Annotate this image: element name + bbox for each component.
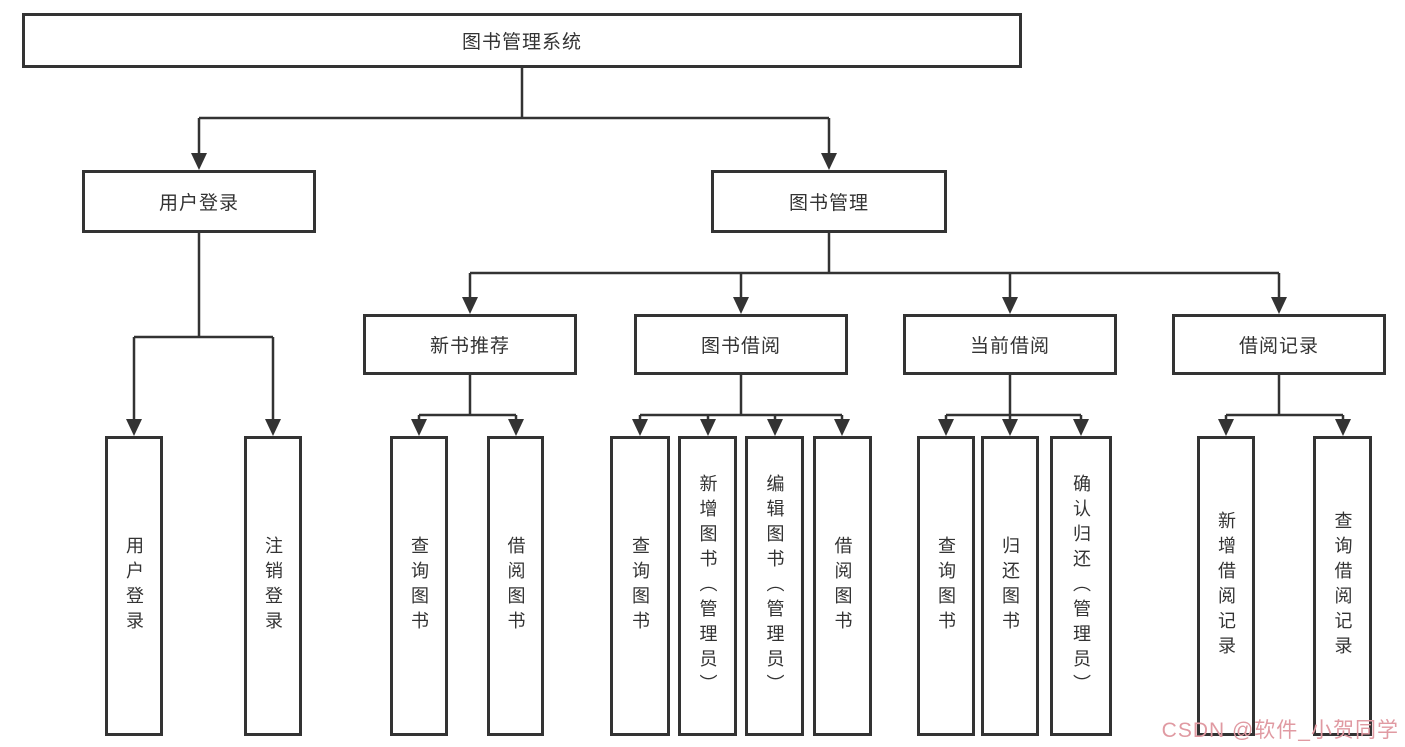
node-book-management: 图书管理 [711, 170, 947, 233]
node-user-login: 用户登录 [82, 170, 316, 233]
leaf-logout: 注销登录 [244, 436, 302, 736]
leaf-query-books-recommend: 查询图书 [390, 436, 448, 736]
leaf-return-books: 归还图书 [981, 436, 1039, 736]
leaf-borrow-books-recommend: 借阅图书 [487, 436, 544, 736]
leaf-user-login: 用户登录 [105, 436, 163, 736]
leaf-borrow-books: 借阅图书 [813, 436, 872, 736]
leaf-query-borrow-record: 查询借阅记录 [1313, 436, 1372, 736]
leaf-confirm-return-admin: 确认归还（管理员） [1050, 436, 1112, 736]
leaf-edit-books-admin: 编辑图书（管理员） [745, 436, 804, 736]
leaf-query-books-current: 查询图书 [917, 436, 975, 736]
node-new-book-recommend: 新书推荐 [363, 314, 577, 375]
node-library-system: 图书管理系统 [22, 13, 1022, 68]
arrowheads [126, 153, 1351, 436]
leaf-add-books-admin: 新增图书（管理员） [678, 436, 737, 736]
node-current-borrowing: 当前借阅 [903, 314, 1117, 375]
leaf-query-books-borrow: 查询图书 [610, 436, 670, 736]
leaf-add-borrow-record: 新增借阅记录 [1197, 436, 1255, 736]
node-book-borrowing: 图书借阅 [634, 314, 848, 375]
node-borrowing-records: 借阅记录 [1172, 314, 1386, 375]
